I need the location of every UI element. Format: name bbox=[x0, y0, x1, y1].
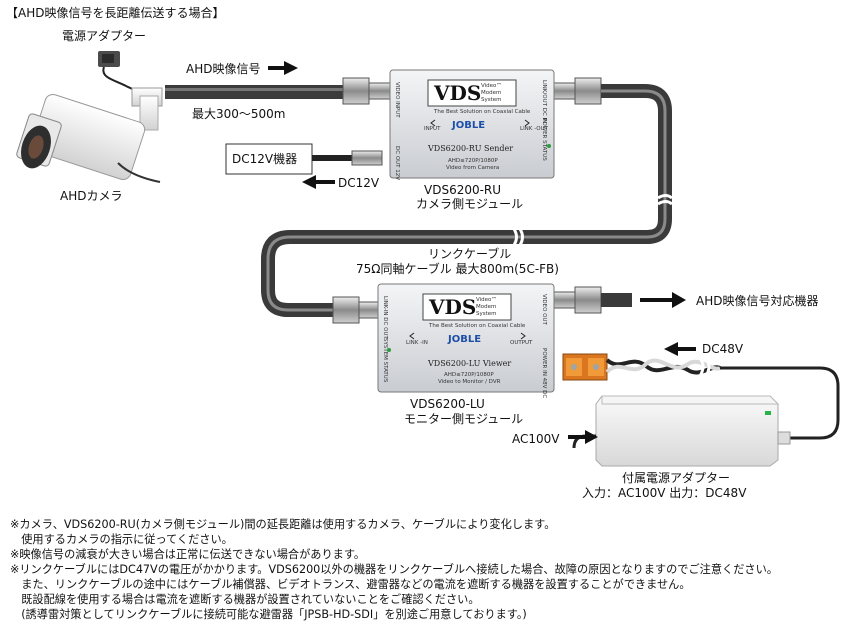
sender-model-line: VDS6200-RU Sender bbox=[427, 144, 513, 153]
link-cable bbox=[261, 84, 673, 317]
sender-brand-sub-3: System bbox=[481, 97, 502, 103]
sender-brand-sub-2: Modem bbox=[481, 90, 501, 96]
note-line: (誘導雷対策としてリンクケーブルに接続可能な避雷器「JPSB-HD-SDI」を別… bbox=[10, 608, 527, 621]
viewer-side-right: VIDEO OUT bbox=[541, 294, 547, 326]
notes: ※カメラ、VDS6200-RU(カメラ側モジュール)間の延長距離は使用するカメラ… bbox=[10, 517, 845, 622]
dc12v-device-box bbox=[225, 143, 313, 175]
chevron-right-icon bbox=[520, 332, 526, 340]
bnc-connector-icon bbox=[342, 77, 392, 105]
viewer-brand-sub-1: Video™ bbox=[476, 296, 497, 303]
viewer-sublabel: モニター側モジュール bbox=[404, 412, 523, 426]
sender-module: VDS Video™ Modem System The Best Solutio… bbox=[389, 69, 555, 180]
sender-tagline: The Best Solution on Coaxial Cable bbox=[433, 109, 531, 115]
sender-side-right: LINK/OUT DC IN bbox=[541, 80, 547, 123]
viewer-format-line: AHD≤720P/1080P bbox=[444, 372, 494, 378]
ac100v-label: AC100V bbox=[512, 432, 560, 446]
viewer-status-label: SYSTEM STATUS bbox=[382, 338, 388, 383]
dc48v-cable bbox=[605, 357, 840, 440]
note-line: 既設配線を使用する場合は電流を遮断する機器が設置されていないことをご確認ください… bbox=[10, 593, 480, 606]
viewer-desc-line: Video to Monitor / DVR bbox=[438, 379, 501, 385]
sender-port-right: LINK -OUT bbox=[520, 126, 549, 132]
link-cable-line1: リンクケーブル bbox=[428, 246, 511, 261]
bnc-connector-icon bbox=[552, 77, 602, 105]
dc12v-device-label: DC12V機器 bbox=[232, 151, 297, 166]
ahd-output-label: AHD映像信号対応機器 bbox=[696, 293, 818, 308]
viewer-brand-sub-3: System bbox=[476, 311, 497, 317]
chevron-left-icon bbox=[430, 119, 436, 127]
viewer-status-led bbox=[387, 348, 391, 352]
power-adapter-spec: 入力：AC100V 出力：DC48V bbox=[582, 486, 747, 500]
camera-distance-label: 最大300～500m bbox=[192, 107, 286, 121]
sender-label: VDS6200-RU bbox=[424, 183, 501, 197]
viewer-module: VDS Video™ Modem System The Best Solutio… bbox=[377, 283, 555, 398]
bnc-connector-icon bbox=[332, 296, 382, 324]
power-supply-icon bbox=[595, 395, 791, 467]
adapter-label: 電源アダプター bbox=[62, 28, 146, 43]
header-title: 【AHD映像信号を長距離伝送する場合】 bbox=[6, 5, 224, 20]
sender-sublabel: カメラ側モジュール bbox=[416, 197, 523, 211]
note-line: ※カメラ、VDS6200-RU(カメラ側モジュール)間の延長距離は使用するカメラ… bbox=[10, 518, 556, 531]
viewer-maker: JOBLE bbox=[447, 334, 481, 345]
viewer-side-power: POWER IN 48V DC bbox=[541, 348, 547, 398]
sender-desc-line: Video from Camera bbox=[446, 165, 499, 171]
dc12v-arrow-label: DC12V bbox=[338, 176, 380, 190]
viewer-port-left: LINK -IN bbox=[406, 340, 428, 346]
sender-brand: VDS bbox=[433, 81, 481, 105]
sender-side-left: VIDEO INPUT bbox=[394, 82, 400, 118]
camera-cable bbox=[165, 85, 343, 99]
chevron-left-icon bbox=[409, 332, 415, 340]
viewer-brand: VDS bbox=[428, 295, 476, 319]
dc48v-label: DC48V bbox=[702, 342, 744, 356]
power-terminal-block bbox=[562, 353, 608, 381]
camera-signal-label: AHD映像信号 bbox=[186, 62, 260, 76]
dc48v-arrow-icon bbox=[664, 342, 696, 356]
viewer-side-left: LINK-IN DC OUT bbox=[382, 296, 388, 339]
sender-status-label: POWER STATUS bbox=[541, 118, 547, 161]
viewer-brand-sub-2: Modem bbox=[476, 304, 496, 310]
viewer-model-line: VDS6200-LU Viewer bbox=[427, 359, 511, 368]
chevron-right-icon bbox=[524, 119, 530, 127]
sender-side-bottom: DC OUT 12V bbox=[394, 146, 400, 180]
sender-port-left: INPUT bbox=[424, 126, 441, 132]
sender-status-led bbox=[547, 144, 551, 148]
note-line: ※リンクケーブルにはDC47Vの電圧がかかります。VDS6200以外の機器をリン… bbox=[10, 563, 778, 576]
note-line: ※映像信号の減衰が大きい場合は正常に伝送できない場合があります。 bbox=[10, 548, 366, 561]
sender-format-line: AHD≤720P/1080P bbox=[448, 158, 498, 164]
power-adapter-name: 付属電源アダプター bbox=[622, 470, 730, 485]
sender-maker: JOBLE bbox=[451, 120, 485, 131]
note-line: 使用するカメラの指示に従ってください。 bbox=[10, 533, 233, 546]
camera-signal-arrow-icon bbox=[268, 61, 298, 75]
camera-icon bbox=[16, 87, 163, 183]
output-arrow-icon bbox=[640, 292, 686, 308]
viewer-port-right: OUTPUT bbox=[510, 340, 533, 346]
bnc-connector-icon bbox=[552, 286, 602, 314]
link-cable-line2: 75Ω同軸ケーブル 最大800m(5C-FB) bbox=[356, 261, 559, 276]
sender-brand-sub-1: Video™ bbox=[481, 82, 502, 89]
camera-name: AHDカメラ bbox=[60, 189, 122, 203]
note-line: また、リンクケーブルの途中にはケーブル補償器、ビデオトランス、避雷器などの電流を… bbox=[10, 578, 691, 591]
viewer-label: VDS6200-LU bbox=[410, 397, 485, 411]
dc-plug-icon bbox=[351, 150, 383, 166]
ac100v-arrow-icon bbox=[568, 430, 598, 444]
dc12v-arrow-icon bbox=[302, 175, 335, 189]
viewer-tagline: The Best Solution on Coaxial Cable bbox=[428, 323, 526, 329]
